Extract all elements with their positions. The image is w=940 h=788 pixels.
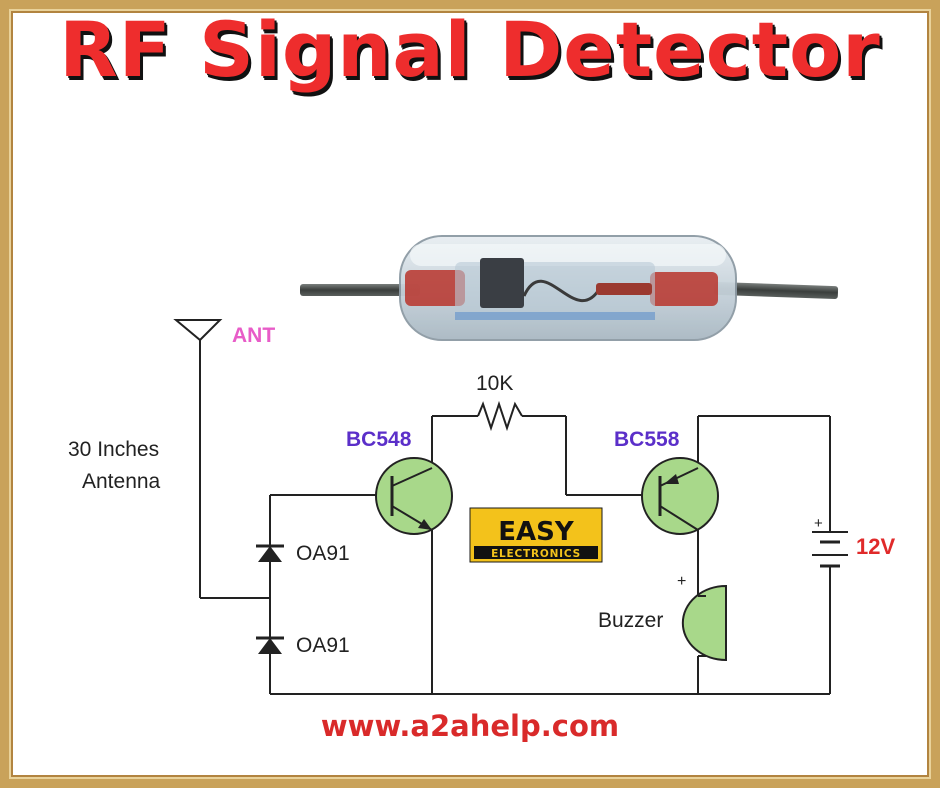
transistor-bc558 bbox=[641, 457, 719, 535]
q2-label: BC558 bbox=[614, 428, 680, 451]
website-link[interactable]: www.a2ahelp.com bbox=[320, 709, 620, 743]
battery-12v bbox=[812, 531, 848, 568]
diode2-label: OA91 bbox=[296, 634, 350, 657]
buzzer bbox=[681, 584, 727, 662]
buzzer-plus-label: + bbox=[677, 573, 686, 590]
easy-electronics-logo: EASY ELECTRONICS bbox=[469, 507, 603, 563]
antenna-length-label: 30 Inches bbox=[68, 438, 159, 461]
voltage-label: 12V bbox=[856, 534, 895, 559]
resistor-label: 10K bbox=[476, 372, 513, 395]
circuit-wires bbox=[199, 336, 831, 695]
page-title: RF Signal Detector bbox=[59, 5, 881, 94]
resistor-10k bbox=[477, 400, 523, 432]
battery-plus-label: + bbox=[814, 515, 823, 532]
diode-2 bbox=[256, 636, 284, 654]
transistor-bc548 bbox=[375, 457, 453, 535]
buzzer-label: Buzzer bbox=[598, 609, 663, 632]
logo-line2: ELECTRONICS bbox=[491, 548, 581, 560]
ant-label: ANT bbox=[232, 324, 275, 347]
diode-photo bbox=[300, 235, 839, 341]
diode-1 bbox=[256, 544, 284, 562]
antenna-symbol bbox=[173, 319, 223, 342]
logo-line1: EASY bbox=[498, 517, 575, 547]
q1-label: BC548 bbox=[346, 428, 412, 451]
diode1-label: OA91 bbox=[296, 542, 350, 565]
antenna-text-label: Antenna bbox=[82, 470, 161, 493]
